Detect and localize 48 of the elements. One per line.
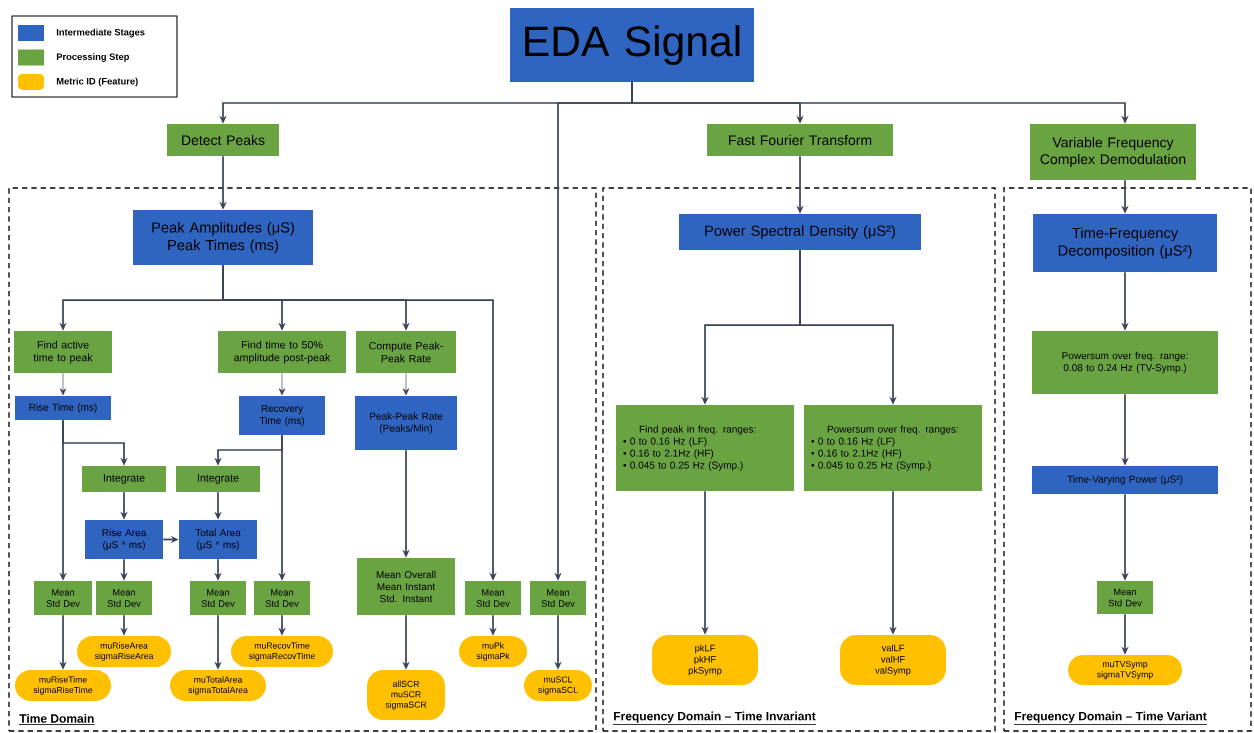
- step-box: Find time to 50% amplitude post-peak: [218, 331, 346, 373]
- step-box: Detect Peaks: [167, 124, 279, 156]
- step-box: Mean Std Dev: [1097, 581, 1153, 614]
- metric-pill: muSCL sigmaSCL: [524, 670, 592, 701]
- arrow: [402, 372, 410, 396]
- step-box: Mean Std Dev: [190, 581, 246, 615]
- step-box: Mean Std Dev: [530, 581, 586, 615]
- step-box: Variable Frequency Complex Demodulation: [1030, 124, 1196, 180]
- stage-box: Time-Frequency Decomposition (μS²): [1033, 214, 1217, 272]
- stage-box: Peak-Peak Rate (Peaks/Min): [355, 396, 457, 450]
- step-box: Integrate: [176, 466, 260, 492]
- step-box: Mean Overall Mean Instant Std. Instant: [357, 558, 455, 615]
- legend-label: Intermediate Stages: [56, 28, 145, 38]
- stage-box: Total Area (μS * ms): [179, 520, 257, 559]
- arrow: [278, 372, 286, 396]
- step-box: Mean Std Dev: [96, 581, 152, 615]
- metric-pill: muRecovTime sigmaRecovTime: [231, 636, 333, 667]
- metric-pill: muPk sigmaPk: [459, 636, 527, 667]
- panel-title: Time Domain: [19, 713, 94, 723]
- step-box: Integrate: [82, 466, 166, 492]
- metric-pill: muRiseTime sigmaRiseTime: [15, 670, 111, 701]
- arrow: [59, 372, 67, 396]
- step-box: Mean Std Dev: [34, 581, 92, 615]
- metric-pill: valLF valHF valSymp: [840, 635, 946, 685]
- stage-box: Rise Area (μS * ms): [85, 520, 163, 559]
- metric-pill: muTotalArea sigmaTotalArea: [170, 670, 266, 701]
- step-box: Find active time to peak: [14, 331, 112, 373]
- step-box: Compute Peak-Peak Rate: [356, 331, 456, 373]
- panel-title: Frequency Domain – Time Invariant: [614, 711, 816, 723]
- legend-label: Processing Step: [56, 53, 129, 62]
- step-box: Find peak in freq. ranges: • 0 to 0.16 Hz (LF) • 0.16 to 2.1Hz (HF) • 0.045 to 0.25 Hz (Symp.): [616, 405, 794, 491]
- stage-box: Power Spectral Density (μS²): [679, 214, 921, 250]
- metric-pill: muTVSymp sigmaTVSymp: [1068, 655, 1182, 685]
- title-box: EDA Signal: [510, 8, 754, 82]
- step-box: Powersum over freq. range: 0.08 to 0.24 Hz (TV-Symp.): [1032, 331, 1218, 394]
- metric-pill: pkLF pkHF pkSymp: [652, 635, 758, 685]
- step-box: Fast Fourier Transform: [707, 124, 893, 156]
- stage-box: Time-Varying Power (μS²): [1032, 466, 1218, 494]
- stage-box: Peak Amplitudes (μS) Peak Times (ms): [133, 210, 313, 265]
- metric-pill: muRiseArea sigmaRiseArea: [77, 636, 171, 667]
- legend-label: Metric ID (Feature): [56, 77, 138, 87]
- panel-title: Frequency Domain – Time Variant: [1015, 711, 1207, 723]
- metric-pill: allSCR muSCR sigmaSCR: [367, 670, 445, 720]
- step-box: Mean Std Dev: [465, 581, 521, 615]
- stage-box: Rise Time (ms): [15, 396, 111, 420]
- step-box: Powersum over freq. ranges: • 0 to 0.16 Hz (LF) • 0.16 to 2.1Hz (HF) • 0.045 to 0.25 Hz (Symp.): [804, 405, 982, 491]
- step-box: Mean Std Dev: [254, 581, 310, 615]
- stage-box: Recovery Time (ms): [239, 396, 325, 435]
